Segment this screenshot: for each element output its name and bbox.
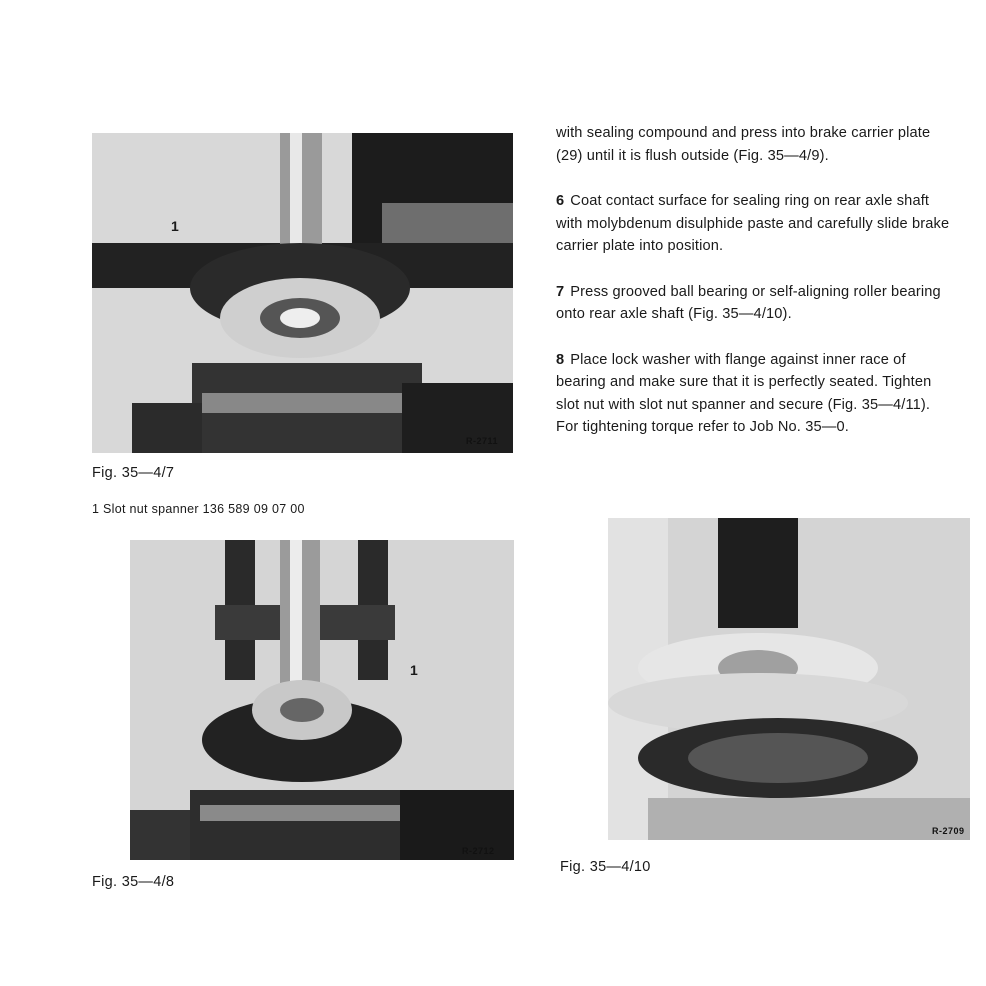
step-7-text: Press grooved ball bearing or self-align… xyxy=(556,283,941,323)
figure-35-4-7-legend: 1 Slot nut spanner 136 589 09 07 00 xyxy=(92,502,305,516)
step-6-number: 6 xyxy=(556,193,565,209)
step-8-text: Place lock washer with flange against in… xyxy=(556,351,932,436)
figure-35-4-7-callout: 1 xyxy=(171,218,179,234)
step-7-number: 7 xyxy=(556,283,565,300)
figure-35-4-10-caption: Fig. 35—4/10 xyxy=(560,859,651,875)
slot-nut-spanner-photo-illustration xyxy=(92,133,513,453)
figure-35-4-10-ref: R-2709 xyxy=(932,826,965,836)
figure-35-4-8-caption: Fig. 35—4/8 xyxy=(92,874,175,890)
figure-35-4-8-callout: 1 xyxy=(410,662,418,678)
figure-35-4-8-ref: R-2712 xyxy=(462,846,495,856)
figure-35-4-7-caption: Fig. 35—4/7 xyxy=(92,465,175,481)
step-6-text: Coat contact surface for sealing ring on… xyxy=(556,193,950,254)
figure-35-4-10-photo xyxy=(608,518,970,840)
instruction-text-column: with sealing compound and press into bra… xyxy=(556,122,956,462)
figure-35-4-7-ref: R-2711 xyxy=(466,436,499,446)
step-8-number: 8 xyxy=(556,351,565,368)
figure-35-4-7-photo xyxy=(92,133,513,453)
bearing-press-photo-illustration xyxy=(608,518,970,840)
figure-35-4-8-photo xyxy=(130,540,514,860)
intro-paragraph: with sealing compound and press into bra… xyxy=(556,125,931,164)
slot-nut-spanner-fitted-photo-illustration xyxy=(130,540,514,860)
